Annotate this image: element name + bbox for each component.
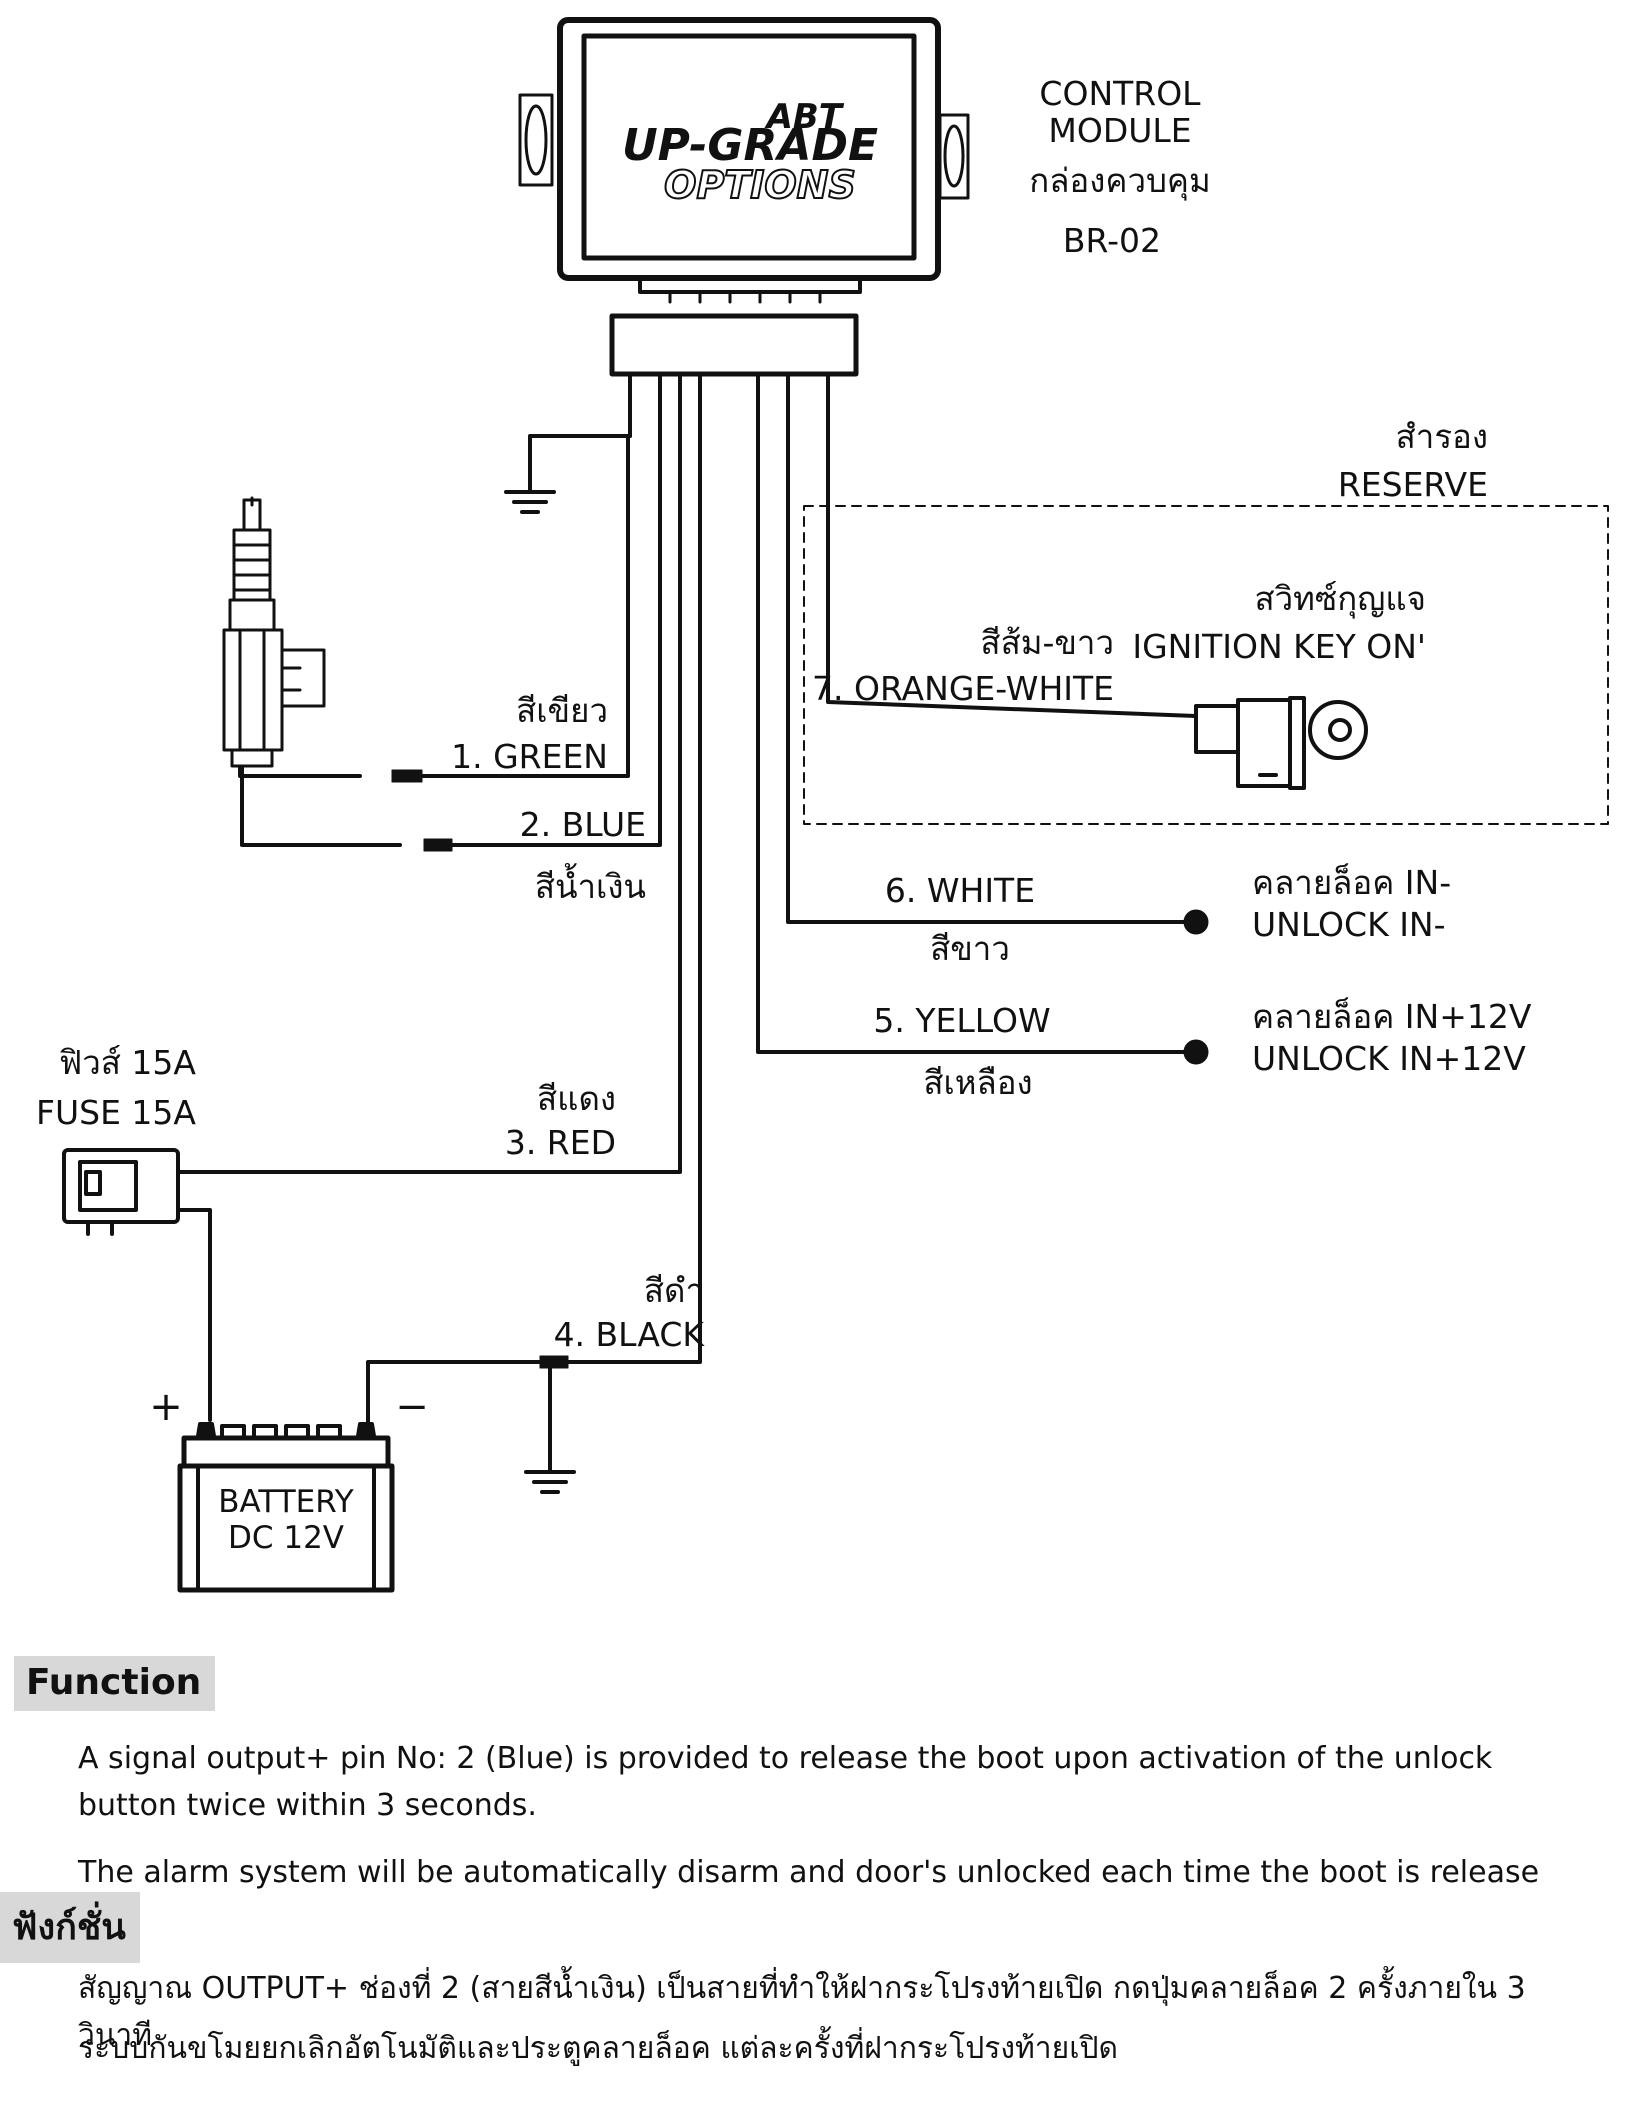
wire5-label: 5. YELLOW <box>873 1001 1050 1040</box>
wire6-label: 6. WHITE <box>885 871 1035 910</box>
fuse-holder <box>62 1148 212 1422</box>
wire3-label: 3. RED <box>505 1123 616 1162</box>
function-th-paragraph-1: สัญญาณ OUTPUT+ ช่องที่ 2 (สายสีน้ำเงิน) … <box>78 1971 1526 2053</box>
wiring-diagram: ABT UP-GRADE OPTIONS CONTROL MODULE กล่อ… <box>36 17 1609 1593</box>
door-lock-actuator <box>222 496 326 768</box>
ground-symbol-top <box>504 490 556 514</box>
unlock-neg-label-en: UNLOCK IN- <box>1252 905 1446 944</box>
ignition-key-switch <box>1194 696 1368 790</box>
wire6-label-th: สีขาว <box>930 929 1010 968</box>
unlock-neg-label-th: คลายล็อค IN- <box>1252 863 1451 902</box>
wire1-label: 1. GREEN <box>451 737 608 776</box>
module-brand: ABT <box>764 97 845 137</box>
function-en-paragraph-1: A signal output+ pin No: 2 (Blue) is pro… <box>78 1741 1493 1823</box>
function-en-paragraph-2: The alarm system will be automatically d… <box>78 1855 1540 1890</box>
battery <box>177 1408 395 1593</box>
function-heading-th: ฟังก์ชั่น <box>0 1892 140 1963</box>
control-module <box>518 17 970 377</box>
control-module-label-2: MODULE <box>1048 111 1191 150</box>
splice-black <box>539 1355 569 1369</box>
ground-symbol-bottom <box>524 1470 576 1494</box>
module-line2: OPTIONS <box>664 163 856 207</box>
unlock-pos-label-th: คลายล็อค IN+12V <box>1252 997 1532 1036</box>
module-model: BR-02 <box>1063 221 1161 260</box>
reserve-label-en: RESERVE <box>1338 465 1488 504</box>
wire2-label-th: สีน้ำเงิน <box>535 863 646 906</box>
unlock-pos-terminal-icon <box>1183 1039 1209 1065</box>
wire3-label-th: สีแดง <box>537 1079 616 1118</box>
wire4-label-th: สีดำ <box>644 1271 704 1310</box>
wire7-label: 7. ORANGE-WHITE <box>812 669 1114 708</box>
control-module-label-1: CONTROL <box>1039 74 1201 113</box>
fuse-label-en: FUSE 15A <box>36 1093 196 1132</box>
function-th-paragraph-2: ระบบกันขโมยยกเลิกอัตโนมัติและประตูคลายล็… <box>78 2031 1118 2066</box>
fuse-label-th: ฟิวส์ 15A <box>59 1043 197 1082</box>
function-heading-en: Function <box>14 1656 216 1711</box>
wire1-label-th: สีเขียว <box>516 691 608 730</box>
battery-label-1: BATTERY <box>218 1484 354 1520</box>
unlock-neg-terminal-icon <box>1183 909 1209 935</box>
wire5-label-th: สีเหลือง <box>923 1063 1032 1102</box>
wire7-label-th: สีส้ม-ขาว <box>980 623 1114 662</box>
module-line1: UP-GRADE <box>622 120 878 171</box>
wire-bundle <box>176 372 1198 1472</box>
ignition-label-en: IGNITION KEY ON' <box>1132 627 1426 666</box>
ignition-label-th: สวิทซ์กุญแจ <box>1254 579 1426 619</box>
reserve-box <box>803 505 1609 825</box>
wire4-label: 4. BLACK <box>554 1315 706 1354</box>
splice-blue <box>423 838 453 852</box>
unlock-pos-label-en: UNLOCK IN+12V <box>1252 1039 1526 1078</box>
splice-green <box>391 769 423 783</box>
wire2-label: 2. BLUE <box>520 805 646 844</box>
battery-minus-label: − <box>395 1384 429 1430</box>
control-module-label-th: กล่องควบคุม <box>1029 161 1211 201</box>
battery-label-2: DC 12V <box>228 1520 344 1556</box>
reserve-label-th: สำรอง <box>1396 417 1488 456</box>
battery-plus-label: + <box>149 1384 183 1430</box>
